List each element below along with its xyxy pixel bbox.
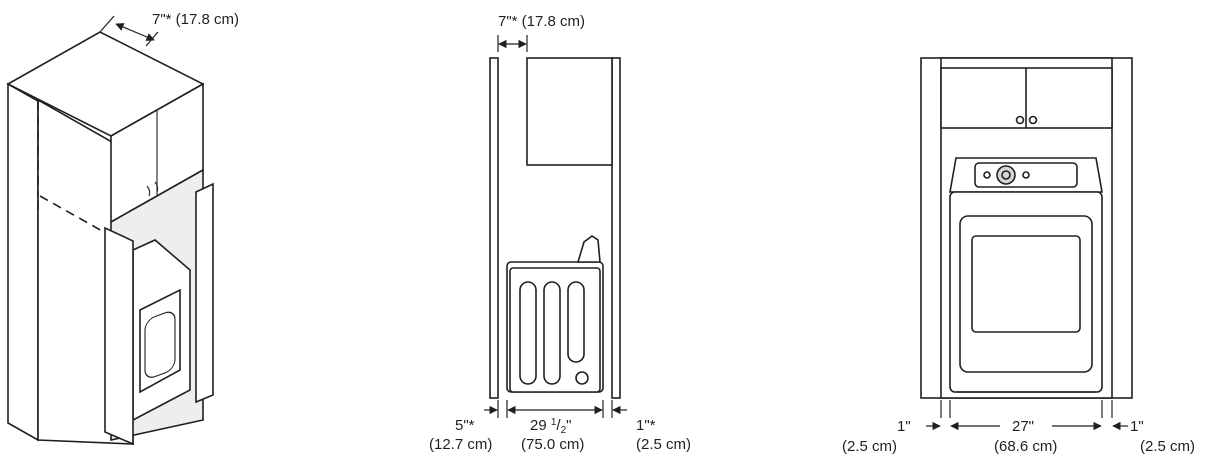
side-depth-cm: (75.0 cm)	[521, 436, 584, 453]
side-dryer-slot-1	[519, 281, 537, 385]
side-view: 7"* (17.8 cm) 5"* (12.7 cm) 29 1/2" (75.…	[429, 13, 691, 453]
front-cabinet-knob-right	[1028, 115, 1038, 125]
front-left-in: 1"	[897, 418, 911, 435]
iso-hidden-edge	[39, 195, 112, 237]
side-depth-whole: 29	[530, 417, 551, 434]
side-depth-label: 29 1/2"	[530, 417, 571, 436]
front-left-cm: (2.5 cm)	[842, 438, 897, 455]
front-view: 1" (2.5 cm) 27" (68.6 cm) 1" (2.5 cm)	[842, 57, 1195, 455]
side-dryer-vent-icon	[575, 371, 589, 385]
side-top-clearance-label: 7"* (17.8 cm)	[498, 13, 585, 30]
side-dryer-slot-3	[567, 281, 585, 363]
side-rear-in: 5"*	[455, 417, 475, 434]
front-width-in: 27"	[1012, 418, 1034, 435]
front-console-button-icon	[983, 171, 991, 179]
side-dryer-console	[576, 235, 601, 263]
iso-cabinet-handle-left	[146, 185, 151, 197]
iso-left-wall-edge	[7, 82, 39, 442]
iso-clearance-label: 7"* (17.8 cm)	[152, 11, 239, 28]
side-depth-num: 1	[551, 417, 557, 428]
side-depth-den: 2	[561, 425, 567, 436]
iso-cabinet-handle-right	[154, 181, 159, 193]
iso-front-panel	[104, 226, 134, 446]
side-front-cm: (2.5 cm)	[636, 436, 691, 453]
side-rear-cm: (12.7 cm)	[429, 436, 492, 453]
side-front-in: 1"*	[636, 417, 656, 434]
iso-clearance-arrow	[115, 23, 155, 41]
front-cabinet-knob-left	[1015, 115, 1025, 125]
front-right-cm: (2.5 cm)	[1140, 438, 1195, 455]
iso-right-door	[195, 182, 214, 404]
iso-dryer-door	[139, 288, 181, 394]
isometric-view: 7"* (17.8 cm)	[6, 11, 239, 446]
front-right-in: 1"	[1130, 418, 1144, 435]
side-dryer-slot-2	[543, 281, 561, 385]
front-console-light-icon	[1022, 171, 1030, 179]
front-dryer-window	[971, 235, 1081, 333]
front-width-cm: (68.6 cm)	[994, 438, 1057, 455]
side-rear-wall	[489, 57, 499, 399]
front-dryer-door	[959, 215, 1093, 373]
side-upper-cabinet	[526, 57, 613, 166]
front-dryer-knob-icon	[996, 165, 1016, 185]
side-front-wall	[611, 57, 621, 399]
